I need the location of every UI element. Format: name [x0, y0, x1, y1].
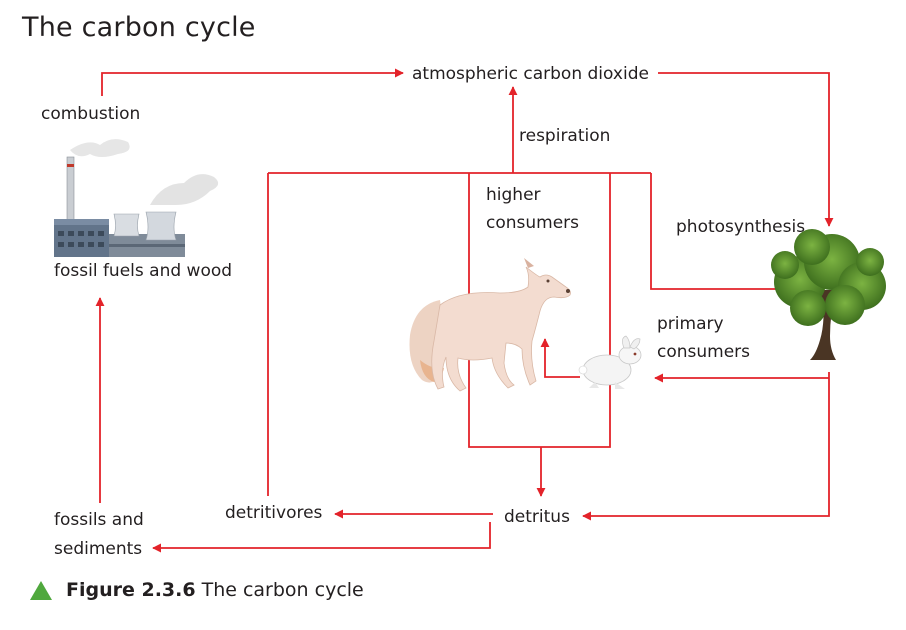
- caption-triangle-icon: [30, 580, 52, 600]
- label-photosynthesis: photosynthesis: [676, 217, 805, 237]
- label-primary-consumers-line2: consumers: [657, 342, 750, 362]
- arrow-atmosphere-to-tree: [658, 72, 834, 227]
- label-higher-consumers-line1: higher: [486, 185, 541, 205]
- page-title: The carbon cycle: [22, 12, 256, 43]
- arrow-tree-to-detritus: [582, 372, 830, 521]
- label-fossil-fuels: fossil fuels and wood: [54, 261, 232, 281]
- rabbit-icon: [578, 335, 642, 389]
- arrow-detritus-to-fossils: [152, 522, 491, 553]
- label-primary-consumers-line1: primary: [657, 314, 724, 334]
- label-higher-consumers-line2: consumers: [486, 213, 579, 233]
- arrow-combustion: [101, 68, 404, 96]
- fox-icon: [409, 258, 571, 392]
- caption-figure-number: Figure 2.3.6: [66, 579, 196, 601]
- label-detritivores: detritivores: [225, 503, 323, 523]
- label-detritus: detritus: [504, 507, 570, 527]
- label-atmospheric-co2: atmospheric carbon dioxide: [412, 64, 649, 84]
- caption-text: The carbon cycle: [201, 579, 364, 601]
- arrow-rabbit-to-fox: [540, 338, 580, 378]
- line-tree-respiration: [650, 173, 799, 290]
- label-combustion: combustion: [41, 104, 140, 124]
- figure-caption: Figure 2.3.6 The carbon cycle: [30, 579, 364, 601]
- label-fossils-line1: fossils and: [54, 510, 144, 530]
- label-respiration: respiration: [519, 126, 610, 146]
- tree-icon: [771, 229, 886, 360]
- label-fossils-line2: sediments: [54, 539, 142, 559]
- factory-icon: [54, 139, 219, 257]
